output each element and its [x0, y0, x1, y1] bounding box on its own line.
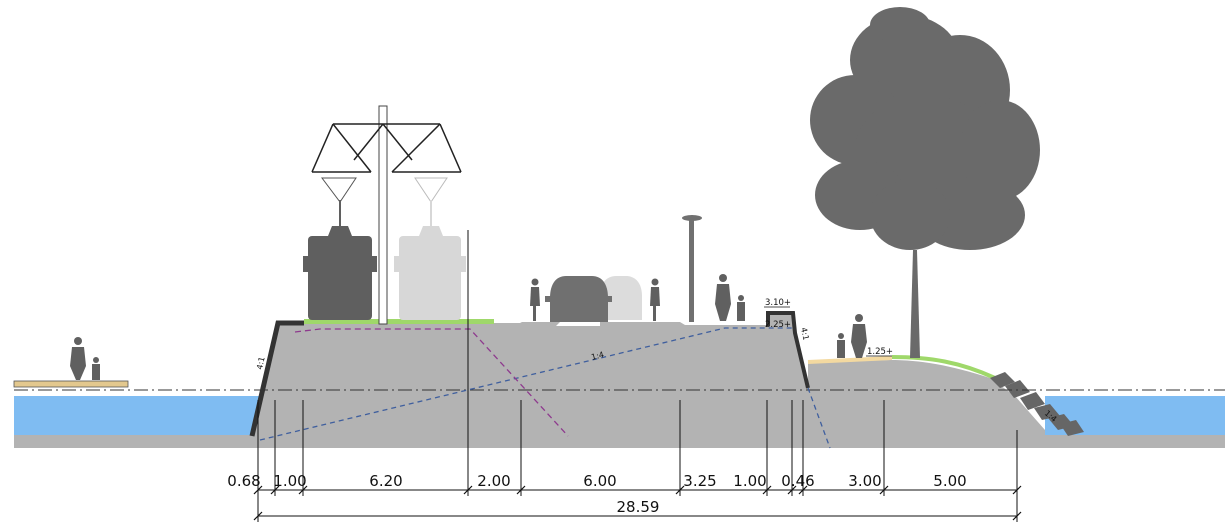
- dimension-label: 0.68: [227, 472, 260, 490]
- cyclist-icon: [530, 278, 540, 321]
- ground-base-right: [1015, 435, 1225, 448]
- tram-icon-background: [394, 200, 466, 320]
- dashed-blue-right: [807, 387, 831, 449]
- sand-path: [807, 356, 893, 364]
- dimension-label: 1.00: [733, 472, 766, 490]
- dimension-label: 6.20: [369, 472, 402, 490]
- person-with-child-icon: [70, 337, 100, 380]
- slope-left-wall: 4:1: [255, 356, 266, 370]
- tree-icon: [810, 7, 1040, 358]
- dock-platform: [13, 380, 129, 388]
- cyclist-icon: [650, 278, 660, 321]
- dashed-blue-ramp: [259, 327, 792, 441]
- dimension-label: 1.00: [273, 472, 306, 490]
- slope-right-wall: 4:1: [799, 327, 810, 341]
- rocks-icon: [990, 372, 1084, 436]
- grass-bank: [891, 355, 996, 380]
- embankment-body: [252, 313, 1045, 436]
- dimension-ticks: [257, 230, 1018, 522]
- dashed-purple-tram: [294, 328, 569, 437]
- dimension-label: 6.00: [583, 472, 616, 490]
- dimension-label: 5.00: [933, 472, 966, 490]
- water-left: [14, 396, 260, 436]
- car-icon-background: [600, 276, 642, 320]
- street-lamp-icon: [682, 215, 702, 322]
- slope-dashed-ramp: 1:4: [590, 350, 605, 362]
- embankment-base: [250, 435, 1050, 448]
- elevation-road-level: 2.25+: [765, 320, 791, 330]
- car-icon: [545, 276, 612, 322]
- dimension-label: 2.00: [477, 472, 510, 490]
- dimension-label: 3.00: [848, 472, 881, 490]
- dimension-tick-marks: [253, 485, 1022, 521]
- elevation-low-path: 1.25+: [867, 347, 893, 357]
- right-retaining-wall: [766, 311, 810, 389]
- tram-icon: [303, 200, 377, 320]
- ground-base-left: [14, 435, 260, 448]
- catenary-pole-icon: [311, 105, 462, 325]
- left-retaining-wall: [249, 320, 304, 437]
- person-with-child-icon: [837, 314, 867, 358]
- dimension-total-label: 28.59: [617, 498, 660, 516]
- dimension-label: 3.25: [683, 472, 716, 490]
- dimension-label: 0.46: [781, 472, 814, 490]
- grass-strip-tram: [304, 319, 494, 324]
- person-with-child-icon: [715, 274, 745, 321]
- elevation-wall-top: 3.10+: [765, 298, 791, 308]
